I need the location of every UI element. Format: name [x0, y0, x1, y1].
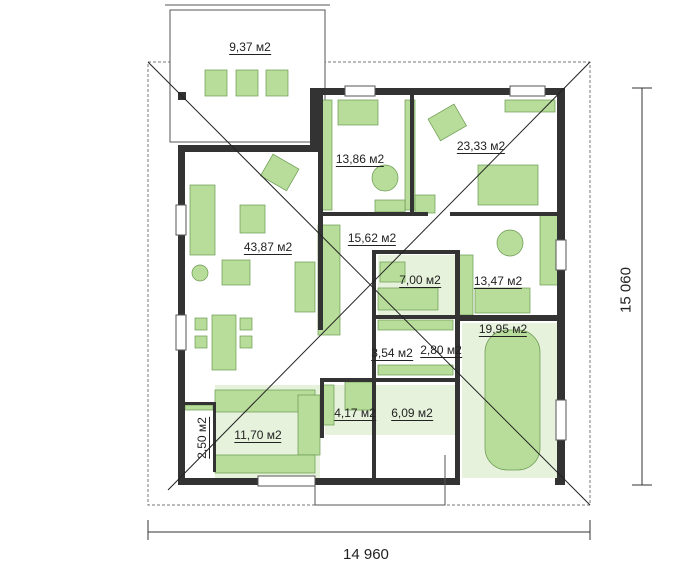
windows	[175, 85, 567, 487]
area-label-master-bedroom: 23,33 м2	[456, 139, 506, 154]
depth-dimension: 15 060	[617, 267, 635, 313]
area-label-terrace: 9,37 м2	[229, 40, 271, 55]
width-dimension: 14 960	[343, 546, 389, 563]
area-label-garage: 19,95 м2	[478, 322, 528, 337]
area-label-wardrobe: 3,54 м2	[371, 346, 413, 361]
area-label-wc: 2,80 м2	[420, 343, 462, 358]
area-label-pantry: 2,50 м2	[195, 417, 210, 459]
roof-hip-line	[147, 61, 591, 506]
furniture	[184, 69, 559, 474]
area-label-boiler: 6,09 м2	[391, 406, 433, 421]
area-label-entrance: 4,17 м2	[334, 406, 376, 421]
area-label-kitchen: 11,70 м2	[234, 428, 282, 443]
area-label-hall: 15,62 м2	[347, 231, 397, 246]
area-label-bathroom: 7,00 м2	[399, 273, 441, 288]
area-label-living: 43,87 м2	[243, 240, 293, 255]
area-label-bedroom-1: 13,86 м2	[335, 152, 385, 167]
roof-hip-line	[167, 61, 591, 491]
area-label-bedroom-2: 13,47 м2	[473, 274, 523, 289]
